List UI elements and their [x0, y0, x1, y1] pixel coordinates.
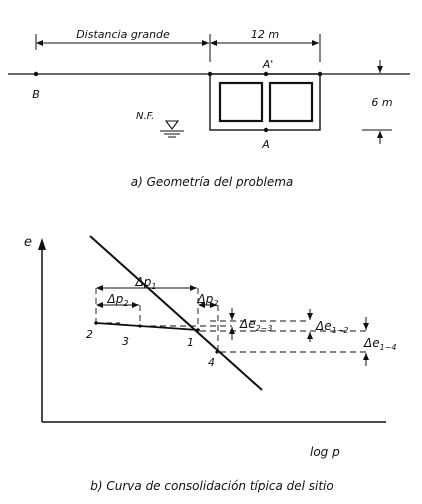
water-table-label: N.F. [136, 111, 154, 122]
delta-e12-label: Δe1−2 [315, 319, 348, 335]
foundation-cell-left [218, 81, 264, 123]
point-2-label: 2 [86, 328, 93, 341]
point-4-marker [215, 350, 219, 354]
delta-e23-label: Δe2−3 [239, 317, 272, 333]
y-axis-arrowhead [38, 238, 46, 250]
width-label: 12 m [251, 28, 279, 41]
delta-p2-right-label: Δp2 [197, 292, 219, 308]
point-1-label: 1 [187, 336, 194, 349]
delta-p2-left-label: Δp2 [107, 292, 129, 308]
foundation-cell-right [268, 81, 314, 123]
x-axis-label: log p [310, 445, 340, 459]
water-table-icon [164, 120, 180, 130]
geometry-caption: a) Geometría del problema [131, 175, 294, 189]
point-3-label: 3 [122, 335, 129, 348]
recompression-line [95, 322, 199, 331]
delta-e14-label: Δe1−4 [363, 336, 396, 352]
distance-label: Distancia grande [76, 28, 170, 41]
point-1-marker [196, 328, 200, 332]
point-a-prime-label: A' [262, 58, 274, 71]
geometry-diagram: Distancia grande 12 m B A' A 6 m N.F. a)… [8, 28, 410, 189]
foundation-corner-right [317, 71, 323, 77]
point-b-marker [33, 71, 39, 77]
depth-label: 6 m [371, 96, 392, 109]
foundation-corner-left [207, 71, 213, 77]
point-a-prime-marker [263, 71, 269, 77]
point-4-label: 4 [208, 356, 215, 369]
y-axis-label: e [24, 235, 32, 250]
point-b-label: B [32, 88, 40, 101]
point-a-marker [263, 127, 269, 133]
delta-p1-label: Δp1 [135, 275, 157, 291]
virgin-compression-line [89, 235, 263, 391]
consolidation-caption: b) Curva de consolidación típica del sit… [90, 479, 333, 493]
point-a-label: A [261, 138, 270, 151]
consolidation-diagram: e log p 2 3 1 4 Δp1 Δp2 Δp2 [24, 235, 396, 493]
